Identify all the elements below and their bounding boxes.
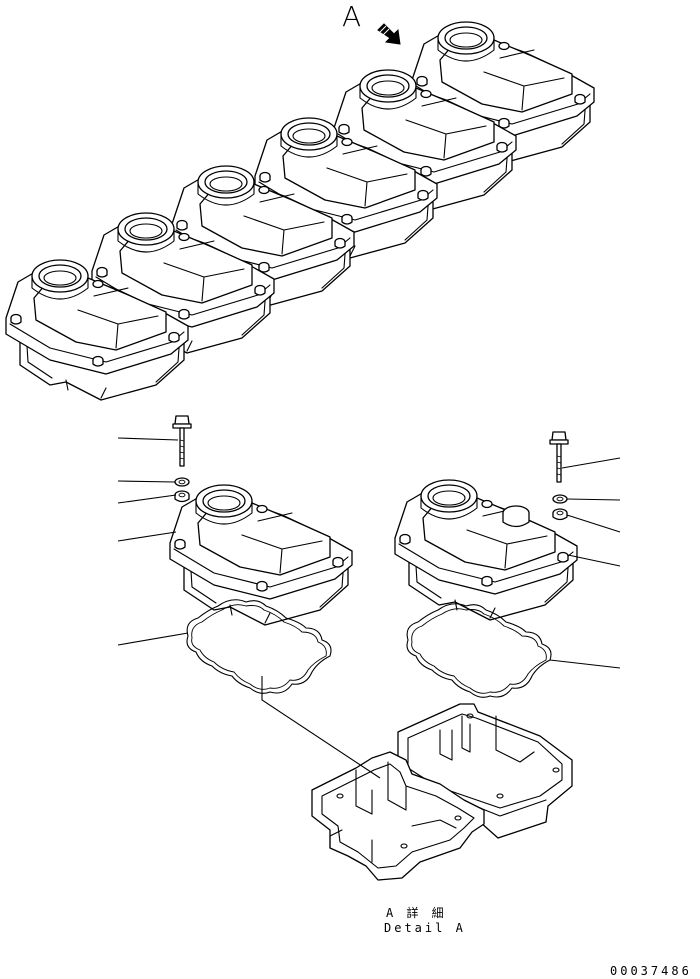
leader-washer-left [117, 480, 176, 483]
detail-left-cover [169, 415, 353, 626]
leader-washer-right [566, 498, 621, 501]
grommet-left [174, 490, 190, 503]
view-label: A [342, 0, 362, 33]
leader-bolt-right [561, 457, 621, 469]
gasket-connector-line [261, 676, 381, 779]
leader-bolt-left [117, 437, 179, 441]
leader-grommet-right [566, 514, 621, 533]
grommet-right [552, 508, 568, 521]
leader-cover-left [117, 531, 177, 542]
gasket-right [406, 603, 552, 698]
detail-right-cover [394, 431, 578, 621]
rocker-housing [311, 703, 573, 881]
detail-caption-english: Detail A [384, 921, 466, 935]
detail-caption-japanese: A 詳 細 [386, 906, 447, 920]
view-direction-arrow-icon [377, 23, 401, 45]
leader-gasket-left [117, 632, 189, 646]
leader-lines [117, 437, 621, 669]
leader-grommet-left [117, 494, 177, 504]
washer-right [552, 494, 568, 504]
leader-gasket-right [549, 659, 621, 669]
bolt-left [172, 415, 192, 467]
leader-cover-right [567, 554, 621, 567]
drawing-number: 00037486 [610, 964, 692, 978]
cover-row-assembly [5, 21, 595, 401]
bolt-right [549, 431, 569, 483]
washer-left [174, 477, 190, 487]
